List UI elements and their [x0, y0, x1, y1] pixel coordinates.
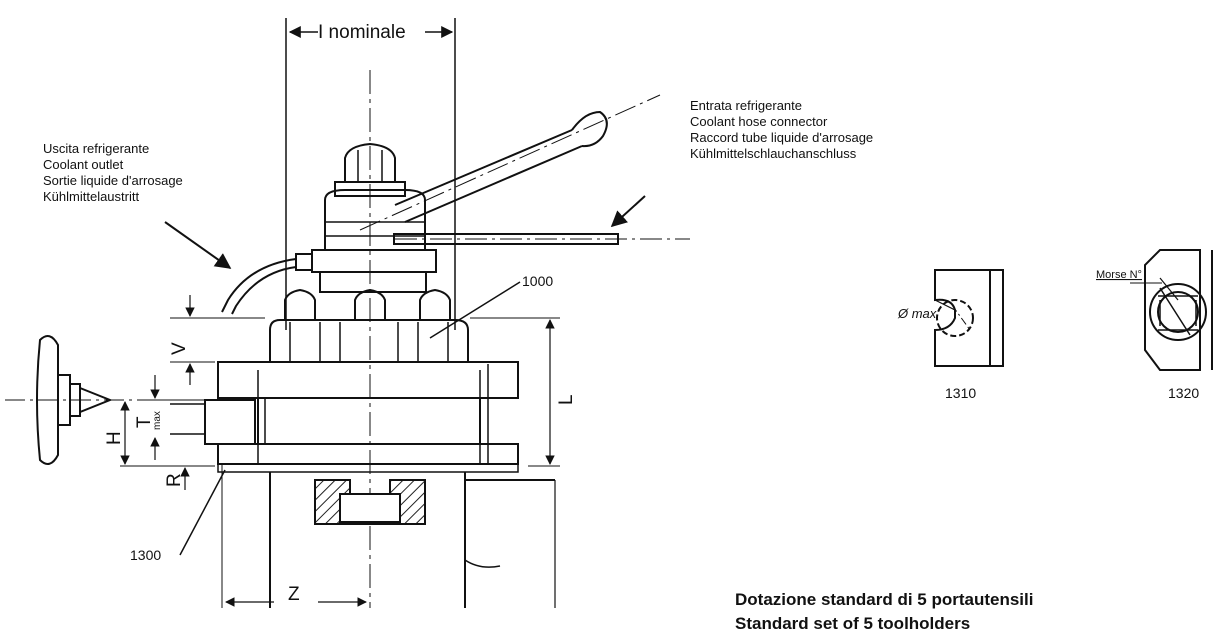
bolt-centre	[354, 288, 386, 321]
outlet-fitting	[295, 253, 313, 271]
label-morse: Morse N°	[1096, 269, 1142, 281]
coolant-collar	[311, 249, 437, 273]
toolpost-body-top	[217, 361, 519, 399]
dimension-z: Z	[288, 584, 300, 605]
part-number-1320: 1320	[1168, 385, 1199, 401]
toolpost-technical-drawing: I nominale Entrata refrigerante Coolant …	[5, 18, 1213, 608]
toolholder-1300	[204, 399, 256, 445]
bolt-left	[284, 288, 316, 321]
upper-body	[324, 189, 426, 251]
tailstock-handwheel	[36, 335, 59, 465]
coolant-inlet-line-it: Entrata refrigerante	[690, 98, 802, 113]
coolant-inlet-arrow	[610, 195, 646, 228]
coolant-inlet-line-fr: Raccord tube liquide d'arrosage	[690, 130, 873, 145]
main-assembly	[5, 18, 690, 608]
toolpost-body	[257, 397, 481, 445]
handle-lever-top	[394, 129, 573, 206]
coolant-outlet-line-de: Kühlmittelaustritt	[43, 189, 139, 204]
dimension-l: L	[556, 394, 577, 405]
part-number-1310: 1310	[945, 385, 976, 401]
caption: Dotazione standard di 5 portautensili St…	[735, 588, 1033, 636]
coolant-inlet-label: Entrata refrigerante Coolant hose connec…	[690, 98, 873, 161]
dimension-t: T	[134, 416, 155, 428]
clamp-plate-1000	[269, 319, 469, 362]
coolant-outlet-label: Uscita refrigerante Coolant outlet Sorti…	[43, 141, 183, 204]
part-number-1000: 1000	[522, 273, 553, 289]
coolant-outlet-arrow	[164, 221, 232, 269]
part-number-1300: 1300	[130, 547, 161, 563]
toolpost-body-bottom	[217, 443, 519, 465]
leader-1000	[429, 281, 521, 339]
caption-line-1: Dotazione standard di 5 portautensili	[735, 590, 1034, 609]
top-nut	[344, 142, 396, 183]
coolant-inlet-line-en: Coolant hose connector	[690, 114, 828, 129]
handle-lever-bottom	[404, 145, 583, 223]
dimension-h: H	[104, 431, 125, 445]
leader-1300	[179, 469, 226, 556]
label-diameter-max: Ø max	[897, 306, 937, 321]
caption-line-2: Standard set of 5 toolholders	[735, 614, 971, 633]
dimension-v: V	[169, 342, 190, 355]
coolant-outlet-line-en: Coolant outlet	[43, 157, 124, 172]
detail-1320	[1130, 249, 1213, 371]
dimension-t-subscript: max	[152, 411, 163, 430]
dimension-r: R	[164, 473, 185, 487]
handle-knob	[571, 110, 608, 148]
detail-1310	[934, 269, 1004, 367]
coolant-outlet-line-it: Uscita refrigerante	[43, 141, 149, 156]
bolt-right	[419, 288, 451, 321]
coolant-outlet-line-fr: Sortie liquide d'arrosage	[43, 173, 183, 188]
tailstock-centre	[79, 386, 113, 414]
coolant-inlet-line-de: Kühlmittelschlauchanschluss	[690, 146, 857, 161]
label-nominal: I nominale	[318, 22, 406, 43]
